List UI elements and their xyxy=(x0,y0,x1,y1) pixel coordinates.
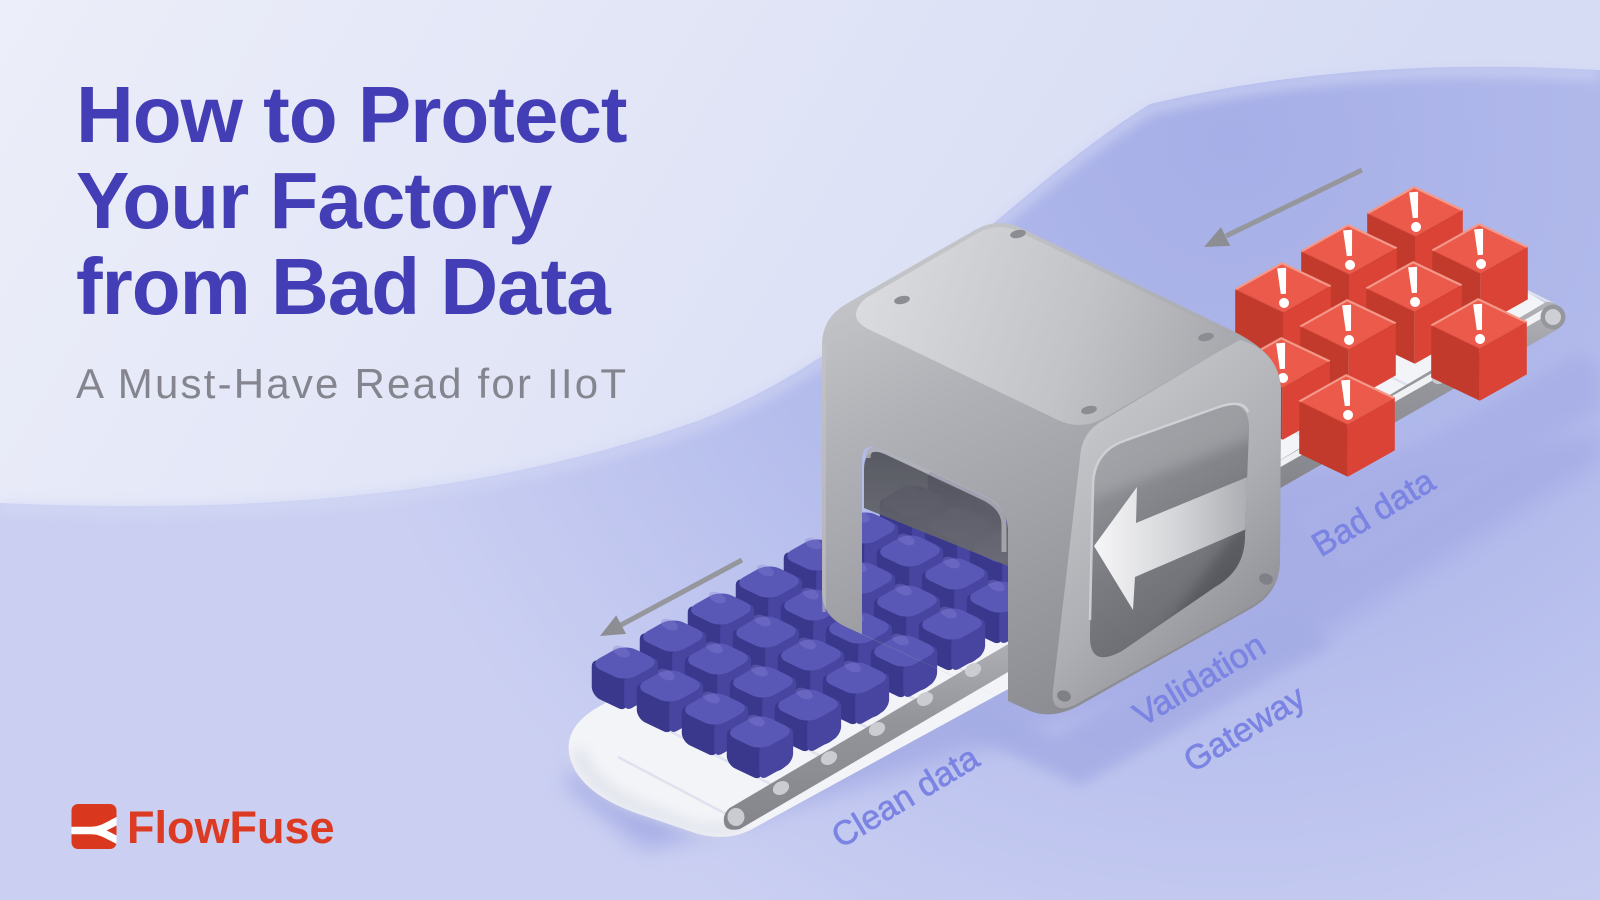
svg-text:from Bad Data: from Bad Data xyxy=(76,242,611,331)
svg-text:Your Factory: Your Factory xyxy=(76,156,553,245)
svg-text:FlowFuse: FlowFuse xyxy=(127,802,335,853)
svg-text:How to Protect: How to Protect xyxy=(76,70,627,159)
svg-text:A Must-Have Read for IIoT: A Must-Have Read for IIoT xyxy=(76,360,628,407)
